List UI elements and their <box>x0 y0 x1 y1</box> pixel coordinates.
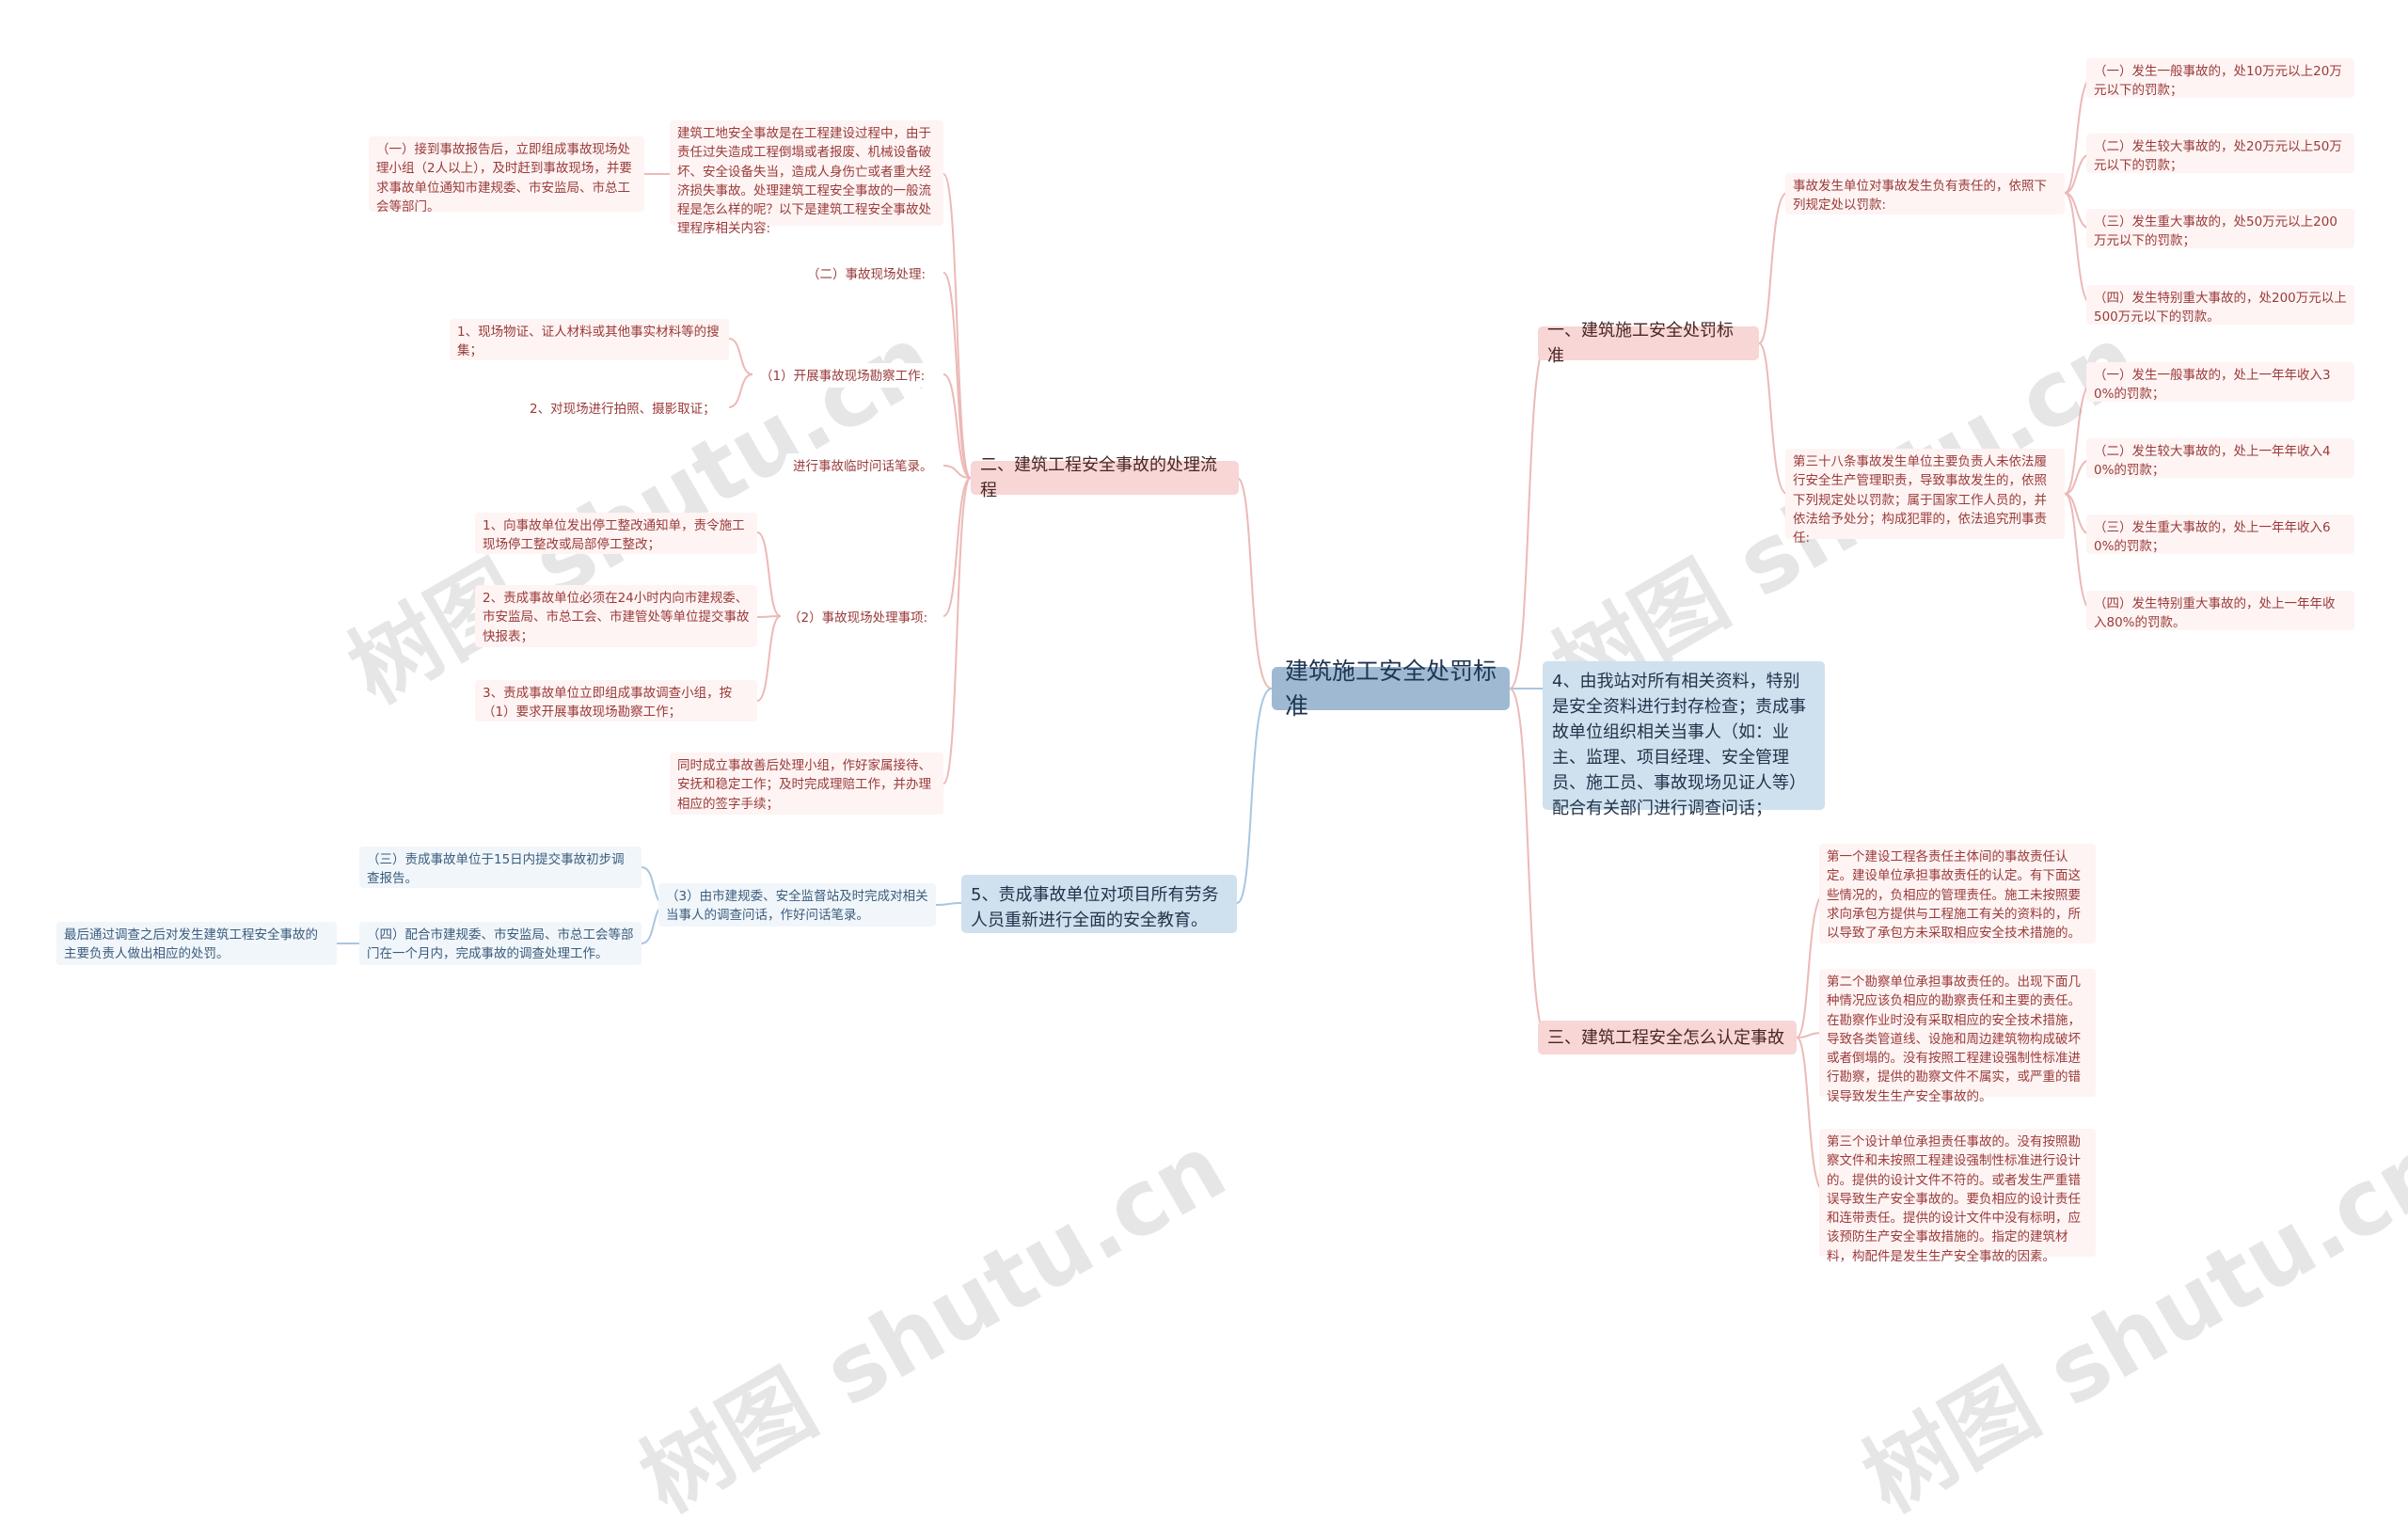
branch-seal-inspection[interactable]: 4、由我站对所有相关资料，特别是安全资料进行封存检查；责成事故单位组织相关当事人… <box>1543 661 1825 818</box>
node-text: （一）接到事故报告后，立即组成事故现场处理小组（2人以上），及时赶到事故现场，并… <box>376 142 632 214</box>
node-text: （三）发生重大事故的，处50万元以上200万元以下的罚款； <box>2094 214 2337 249</box>
link-handle-i1 <box>756 531 782 617</box>
matters-stop-work[interactable]: 1、向事故单位发出停工整改通知单，责令施工现场停工整改或局部停工整改； <box>475 513 757 554</box>
link-lb1-record <box>943 465 972 479</box>
branch-handling-process[interactable]: 二、建筑工程安全事故的处理流程 <box>971 455 1239 500</box>
node-text: （2）事故现场处理事项: <box>788 610 928 626</box>
penalty-unit-fine-2[interactable]: （二）发生较大事故的，处20万元以上50万元以下的罚款； <box>2086 134 2354 173</box>
node-text: 第三十八条事故发生单位主要负责人未依法履行安全生产管理职责，导致事故发生的，依照… <box>1793 454 2047 546</box>
survey-photo-evidence[interactable]: 2、对现场进行拍照、摄影取证； <box>522 396 729 420</box>
branch-title: 二、建筑工程安全事故的处理流程 <box>980 455 1217 500</box>
penalty-leader-fine-1[interactable]: （一）发生一般事故的，处上一年年收入30%的罚款； <box>2086 362 2354 402</box>
education-complete-investigation[interactable]: （四）配合市建规委、市安监局、市总工会等部门在一个月内，完成事故的调查处理工作。 <box>359 922 642 965</box>
penalty-leader-fine-2[interactable]: （二）发生较大事故的，处上一年年收入40%的罚款； <box>2086 438 2354 478</box>
branch-penalty-standard[interactable]: 一、建筑施工安全处罚标准 <box>1538 321 1759 366</box>
link-handle-i2 <box>756 615 782 618</box>
link-lb2-sub <box>935 902 962 906</box>
link-b3-i1 <box>1796 893 1826 1038</box>
branch-safety-education[interactable]: 5、责成事故单位对项目所有劳务人员重新进行全面的安全教育。 <box>961 875 1237 933</box>
node-text: 1、现场物证、证人材料或其他事实材料等的搜集； <box>457 325 720 359</box>
node-text: 5、责成事故单位对项目所有劳务人员重新进行全面的安全教育。 <box>971 885 1219 930</box>
penalty-unit-fine-4[interactable]: （四）发生特别重大事故的，处200万元以上500万元以下的罚款。 <box>2086 285 2354 325</box>
link-handle-i3 <box>756 615 782 702</box>
penalty-leader-fine-3[interactable]: （三）发生重大事故的，处上一年年收入60%的罚款； <box>2086 515 2354 554</box>
node-text: 3、责成事故单位立即组成事故调查小组，按（1）要求开展事故现场勘察工作； <box>483 686 733 721</box>
link-lb1-aftercare <box>943 477 972 784</box>
node-text: 1、向事故单位发出停工整改通知单，责令施工现场停工整改或局部停工整改； <box>483 518 745 553</box>
node-text: （四）配合市建规委、市安监局、市总工会等部门在一个月内，完成事故的调查处理工作。 <box>367 927 634 962</box>
node-text: 2、对现场进行拍照、摄影取证； <box>530 402 716 417</box>
link-root-left2 <box>1236 688 1273 904</box>
matters-24h-report[interactable]: 2、责成事故单位必须在24小时内向市建规委、市安监局、市总工会、市建管处等单位提… <box>475 585 757 647</box>
node-text: 4、由我站对所有相关资料，特别是安全资料进行封存检查；责成事故单位组织相关当事人… <box>1552 672 1806 818</box>
link-b1-sub1 <box>1758 192 1788 344</box>
node-text: 最后通过调查之后对发生建筑工程安全事故的主要负责人做出相应的处罚。 <box>64 927 318 962</box>
node-text: （二）发生较大事故的，处20万元以上50万元以下的罚款； <box>2094 139 2342 174</box>
process-interview-record[interactable]: 进行事故临时问话笔录。 <box>785 453 943 478</box>
link-survey-i1 <box>728 338 753 375</box>
process-scene-handling[interactable]: （二）事故现场处理: <box>800 261 943 286</box>
node-text: （一）发生一般事故的，处10万元以上20万元以下的罚款； <box>2094 64 2342 99</box>
penalty-unit-fine-3[interactable]: （三）发生重大事故的，处50万元以上200万元以下的罚款； <box>2086 209 2354 248</box>
link-survey-i2 <box>728 373 753 408</box>
mind-map-canvas: 树图 shutu.cn 树图 shutu.cn 树图 shutu.cn 树图 s… <box>56 58 2408 1532</box>
node-text: （三）责成事故单位于15日内提交事故初步调查报告。 <box>367 852 625 887</box>
education-initial-report[interactable]: （三）责成事故单位于15日内提交事故初步调查报告。 <box>359 847 642 888</box>
matters-investigation-team[interactable]: 3、责成事故单位立即组成事故调查小组，按（1）要求开展事故现场勘察工作； <box>475 680 757 721</box>
node-text: （二）事故现场处理: <box>807 267 927 282</box>
process-aftercare[interactable]: 同时成立事故善后处理小组，作好家属接待、安抚和稳定工作；及时完成理赔工作，并办理… <box>670 753 943 815</box>
link-b1-sub2 <box>1758 342 1788 495</box>
link-b3-i3 <box>1796 1037 1826 1194</box>
root-title: 建筑施工安全处罚标准 <box>1285 657 1497 721</box>
node-text: 2、责成事故单位必须在24小时内向市建规委、市安监局、市总工会、市建管处等单位提… <box>483 591 750 644</box>
branch-accident-determination[interactable]: 三、建筑工程安全怎么认定事故 <box>1538 1021 1797 1054</box>
node-text: 第二个勘察单位承担事故责任的。出现下面几种情况应该负相应的勘察责任和主要的责任。… <box>1827 974 2081 1104</box>
link-lb1-handle <box>943 477 972 617</box>
process-scene-matters[interactable]: （2）事故现场处理事项: <box>781 605 943 629</box>
node-text: 进行事故临时问话笔录。 <box>793 459 933 474</box>
determination-design[interactable]: 第三个设计单位承担责任事故的。没有按照勘察文件和未按照工程建设强制性标准进行设计… <box>1819 1129 2096 1264</box>
node-text: 第三个设计单位承担责任事故的。没有按照勘察文件和未按照工程建设强制性标准进行设计… <box>1827 1134 2081 1264</box>
process-report-received[interactable]: （一）接到事故报告后，立即组成事故现场处理小组（2人以上），及时赶到事故现场，并… <box>369 136 644 214</box>
node-text: 建筑工地安全事故是在工程建设过程中，由于责任过失造成工程倒塌或者报废、机械设备破… <box>677 126 931 237</box>
penalty-unit-fine-1[interactable]: （一）发生一般事故的，处10万元以上20万元以下的罚款； <box>2086 58 2354 98</box>
link-lb1-scene <box>943 272 972 479</box>
link-lb1-survey <box>943 373 972 479</box>
node-text: （四）发生特别重大事故的，处200万元以上500万元以下的罚款。 <box>2094 291 2347 325</box>
penalty-leader-fine-4[interactable]: （四）发生特别重大事故的，处上一年年收入80%的罚款。 <box>2086 591 2354 630</box>
link-root-left1 <box>1236 477 1273 689</box>
link-lb1-intro <box>943 173 972 479</box>
node-text: （3）由市建规委、安全监督站及时完成对相关当事人的调查问话，作好问话笔录。 <box>666 889 928 924</box>
determination-survey[interactable]: 第二个勘察单位承担事故责任的。出现下面几种情况应该负相应的勘察责任和主要的责任。… <box>1819 969 2096 1104</box>
link-root-branch1 <box>1509 342 1548 689</box>
node-text: （1）开展事故现场勘察工作: <box>760 369 926 384</box>
penalty-leader-article-38[interactable]: 第三十八条事故发生单位主要负责人未依法履行安全生产管理职责，导致事故发生的，依照… <box>1785 449 2065 546</box>
node-text: （二）发生较大事故的，处上一年年收入40%的罚款； <box>2094 444 2331 479</box>
branch-title: 一、建筑施工安全处罚标准 <box>1547 321 1734 366</box>
node-text: 同时成立事故善后处理小组，作好家属接待、安抚和稳定工作；及时完成理赔工作，并办理… <box>677 758 931 812</box>
node-text: （四）发生特别重大事故的，处上一年年收入80%的罚款。 <box>2094 596 2336 631</box>
education-interview[interactable]: （3）由市建规委、安全监督站及时完成对相关当事人的调查问话，作好问话笔录。 <box>658 883 936 927</box>
node-text: （三）发生重大事故的，处上一年年收入60%的罚款； <box>2094 520 2331 555</box>
node-text: 事故发生单位对事故发生负有责任的，依照下列规定处以罚款: <box>1793 179 2047 214</box>
root-topic[interactable]: 建筑施工安全处罚标准 <box>1272 658 1510 720</box>
node-text: （一）发生一般事故的，处上一年年收入30%的罚款； <box>2094 368 2331 403</box>
node-text: 第一个建设工程各责任主体间的事故责任认定。建设单位承担事故责任的认定。有下面这些… <box>1827 849 2081 941</box>
determination-builder[interactable]: 第一个建设工程各责任主体间的事故责任认定。建设单位承担事故责任的认定。有下面这些… <box>1819 844 2096 943</box>
survey-evidence-collection[interactable]: 1、现场物证、证人材料或其他事实材料等的搜集； <box>450 319 729 360</box>
penalty-unit-fines[interactable]: 事故发生单位对事故发生负有责任的，依照下列规定处以罚款: <box>1785 173 2065 214</box>
process-intro[interactable]: 建筑工地安全事故是在工程建设过程中，由于责任过失造成工程倒塌或者报废、机械设备破… <box>670 120 943 236</box>
process-scene-survey[interactable]: （1）开展事故现场勘察工作: <box>752 363 943 388</box>
branch-title: 三、建筑工程安全怎么认定事故 <box>1547 1027 1784 1048</box>
education-final-penalty[interactable]: 最后通过调查之后对发生建筑工程安全事故的主要负责人做出相应的处罚。 <box>56 922 337 965</box>
link-root-branch3 <box>1509 688 1548 1038</box>
